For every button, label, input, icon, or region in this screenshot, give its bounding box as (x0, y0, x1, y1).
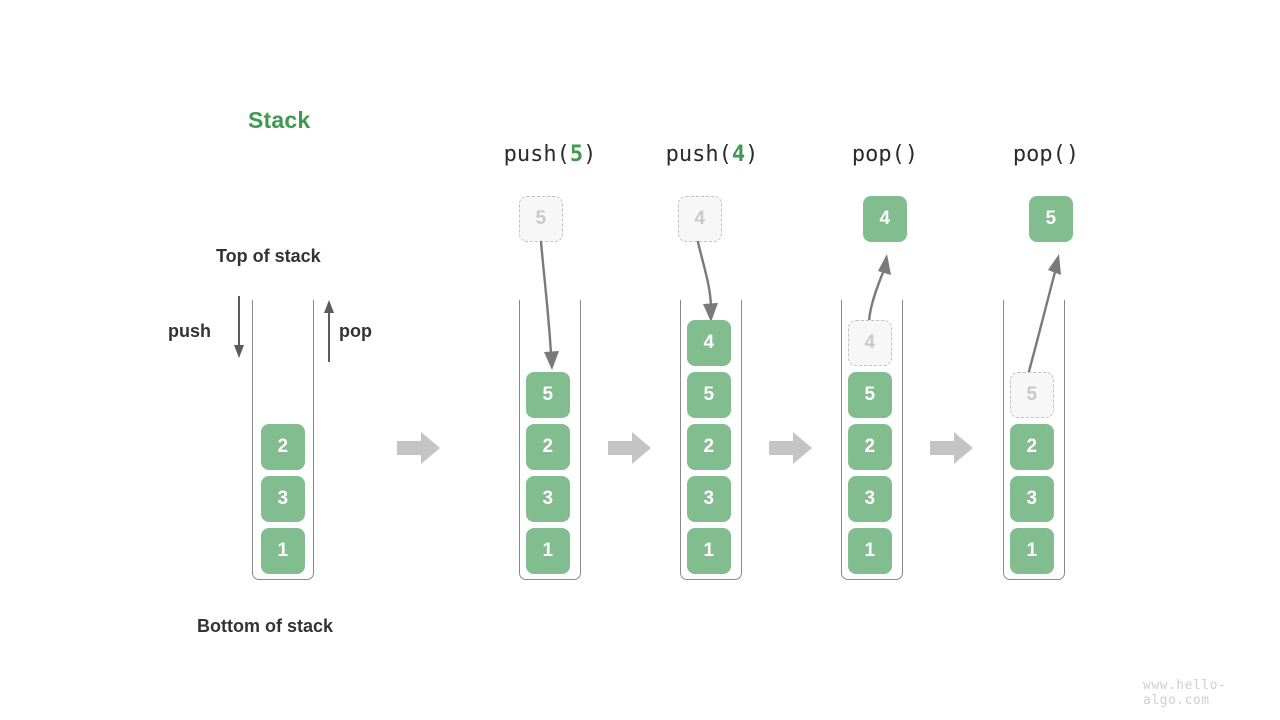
stack-container-push-5 (519, 300, 581, 580)
pop-arrow-icon (324, 300, 334, 362)
stack-cell: 1 (687, 528, 731, 574)
transition-arrow-icon (930, 432, 973, 464)
page-title: Stack (248, 107, 311, 133)
stack-cell: 1 (261, 528, 305, 574)
stack-cell: 1 (1010, 528, 1054, 574)
op-header-prefix: push( (665, 142, 732, 167)
op-header-suffix: ) (1065, 142, 1080, 167)
op-header-suffix: ) (745, 142, 759, 167)
op-header-push-5: push(5) (490, 142, 610, 167)
top-of-stack-label: Top of stack (216, 246, 321, 266)
stack-cell: 3 (526, 476, 570, 522)
push-label: push (168, 321, 211, 341)
op-header-pop-1: pop() (825, 142, 945, 167)
op-header-prefix: push( (503, 142, 570, 167)
push-motion-arrow-icon (539, 240, 559, 370)
stack-cell: 3 (848, 476, 892, 522)
op-header-suffix: ) (904, 142, 919, 167)
op-header-prefix: pop( (1012, 142, 1066, 167)
pop-label: pop (339, 321, 372, 341)
op-header-prefix: pop( (851, 142, 905, 167)
op-header-arg: 5 (569, 142, 584, 167)
transition-arrow-icon (397, 432, 440, 464)
stack-cell: 2 (687, 424, 731, 470)
floating-ghost-cell: 5 (519, 196, 563, 242)
stack-cell: 2 (261, 424, 305, 470)
stack-cell-ghost: 4 (848, 320, 892, 366)
op-header-arg: 4 (731, 142, 746, 167)
stack-cell: 3 (687, 476, 731, 522)
stack-cell: 3 (261, 476, 305, 522)
stack-cell: 5 (687, 372, 731, 418)
watermark: www.hello-algo.com (1143, 678, 1227, 708)
stack-cell: 1 (526, 528, 570, 574)
stack-cell-ghost: 5 (1010, 372, 1054, 418)
op-header-push-4: push(4) (652, 142, 772, 167)
transition-arrow-icon (769, 432, 812, 464)
transition-arrow-icon (608, 432, 651, 464)
stack-cell: 1 (848, 528, 892, 574)
stack-cell: 2 (1010, 424, 1054, 470)
push-arrow-icon (234, 296, 244, 358)
stack-cell: 3 (1010, 476, 1054, 522)
stack-cell: 5 (848, 372, 892, 418)
bottom-of-stack-label: Bottom of stack (197, 616, 334, 636)
stack-cell: 4 (687, 320, 731, 366)
stack-container-initial (252, 300, 314, 580)
stack-cell: 2 (526, 424, 570, 470)
floating-popped-cell: 5 (1029, 196, 1073, 242)
floating-popped-cell: 4 (863, 196, 907, 242)
op-header-pop-2: pop() (986, 142, 1106, 167)
floating-ghost-cell: 4 (678, 196, 722, 242)
stack-cell: 5 (526, 372, 570, 418)
stack-container-pop-2 (1003, 300, 1065, 580)
stack-container-pop-1 (841, 300, 903, 580)
push-motion-arrow-icon (696, 240, 718, 322)
stack-container-push-4 (680, 300, 742, 580)
op-header-suffix: ) (583, 142, 597, 167)
stack-cell: 2 (848, 424, 892, 470)
